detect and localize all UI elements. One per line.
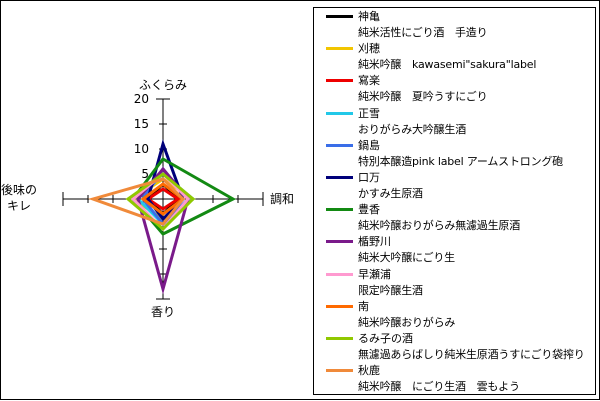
legend-name: 鍋島 xyxy=(358,138,380,152)
legend-description: 純米活性にごり酒 手造り xyxy=(358,26,488,39)
legend-swatch xyxy=(326,369,353,373)
legend-swatch xyxy=(326,143,353,147)
legend-swatch xyxy=(326,240,353,244)
legend-swatch xyxy=(326,111,353,115)
legend-item: 刈穂純米吟醸 kawasemi"sakura"label xyxy=(314,42,595,74)
series-line-10 xyxy=(125,172,196,232)
legend-description: 特別本醸造pink label アームストロング砲 xyxy=(358,154,563,168)
series-line-11 xyxy=(88,177,186,226)
legend-description: おりがらみ大吟醸生酒 xyxy=(358,122,466,136)
legend-item: 正雪おりがらみ大吟醸生酒 xyxy=(314,107,595,139)
legend-name: 豊香 xyxy=(358,203,380,217)
legend-name: 神亀 xyxy=(358,10,380,23)
legend-name: 秋鹿 xyxy=(358,364,380,378)
legend-swatch xyxy=(326,15,353,18)
legend: 神亀純米活性にごり酒 手造り刈穂純米吟醸 kawasemi"sakura"lab… xyxy=(313,7,596,395)
legend-swatch xyxy=(326,337,353,340)
legend-name: 南 xyxy=(358,299,369,313)
legend-swatch xyxy=(326,304,353,308)
legend-name: 口万 xyxy=(358,171,380,184)
legend-name: 寫楽 xyxy=(358,74,380,88)
legend-item: 秋鹿純米吟醸 にごり生酒 雲もよう xyxy=(314,364,595,396)
legend-item: 楯野川純米大吟醸にごり生 xyxy=(314,235,595,267)
legend-description: 純米吟醸 にごり生酒 雲もよう xyxy=(358,380,520,394)
tick-label: 10 xyxy=(134,142,149,156)
legend-item: 口万かすみ生原酒 xyxy=(314,171,595,203)
tick-label: 15 xyxy=(134,117,149,131)
tick-label: 5 xyxy=(141,167,149,181)
legend-name: 正雪 xyxy=(358,106,380,120)
legend-description: 無濾過あらばしり純米生原酒うすにごり袋搾り xyxy=(358,348,585,361)
legend-swatch xyxy=(326,208,353,212)
legend-item: 神亀純米活性にごり酒 手造り xyxy=(314,10,595,42)
legend-description: 純米吟醸おりがらみ無濾過生原酒 xyxy=(358,219,520,233)
axis-label-2: 香り xyxy=(151,305,175,319)
legend-item: 寫楽純米吟醸 夏吟うすにごり xyxy=(314,74,595,106)
legend-swatch xyxy=(326,79,353,83)
legend-description: 純米大吟醸にごり生 xyxy=(358,251,455,265)
legend-swatch xyxy=(326,272,353,276)
legend-item: 早瀬浦限定吟醸生酒 xyxy=(314,268,595,300)
series-line-2 xyxy=(145,187,181,211)
legend-description: 純米吟醸 夏吟うすにごり xyxy=(358,90,488,104)
legend-name: 早瀬浦 xyxy=(358,267,391,281)
legend-swatch xyxy=(326,176,353,179)
legend-item: るみ子の酒無濾過あらばしり純米生原酒うすにごり袋搾り xyxy=(314,332,595,364)
legend-item: 豊香純米吟醸おりがらみ無濾過生原酒 xyxy=(314,203,595,235)
legend-description: 純米吟醸 kawasemi"sakura"label xyxy=(358,58,537,72)
legend-name: 楯野川 xyxy=(358,235,391,249)
legend-description: 純米吟醸おりがらみ xyxy=(358,315,456,329)
legend-name: 刈穂 xyxy=(358,42,380,56)
legend-item: 鍋島特別本醸造pink label アームストロング砲 xyxy=(314,139,595,171)
axis-label-1: 調和 xyxy=(270,192,294,206)
axis-label-3: キレ xyxy=(7,199,31,213)
tick-label: 20 xyxy=(134,92,149,106)
legend-name: るみ子の酒 xyxy=(358,332,413,345)
legend-item: 南純米吟醸おりがらみ xyxy=(314,300,595,332)
legend-description: かすみ生原酒 xyxy=(358,187,423,200)
legend-description: 限定吟醸生酒 xyxy=(358,283,423,297)
legend-swatch xyxy=(326,47,353,51)
axis-label-3: 後味の xyxy=(1,183,37,197)
axis-label-0: ふくらみ xyxy=(139,78,187,92)
